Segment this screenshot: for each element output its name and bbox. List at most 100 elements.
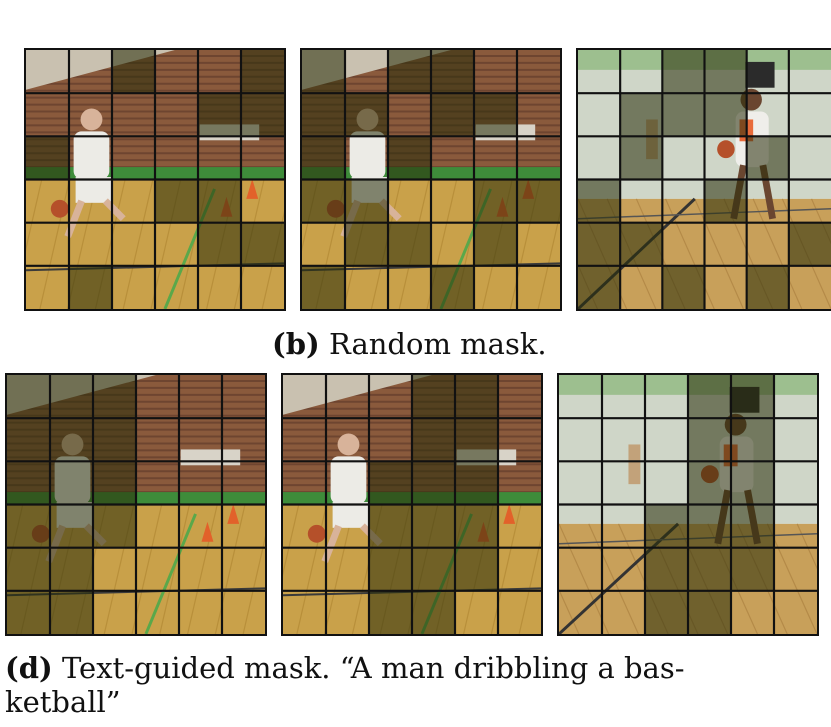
masked-cell [474,222,517,266]
frame-image [559,375,817,634]
masked-cell [731,461,774,505]
masked-cell [412,504,455,548]
random-mask-frame-1 [24,48,286,311]
masked-cell [474,179,517,223]
masked-cell [455,504,498,548]
masked-cell [26,136,69,180]
masked-cell [688,418,731,462]
masked-cell [241,222,284,266]
masked-cell [369,590,412,634]
patch-grid [283,375,541,634]
masked-cell [620,222,663,266]
caption-label: (b) [272,327,320,361]
masked-cell [369,547,412,591]
masked-cell [662,265,705,309]
masked-cell [731,547,774,591]
masked-cell [412,418,455,462]
masked-cell [746,136,789,180]
masked-cell [688,547,731,591]
masked-cell [662,93,705,137]
masked-cell [688,461,731,505]
masked-cell [7,547,50,591]
frame-image [302,50,560,309]
masked-cell [241,50,284,94]
random-mask-frame-2 [300,48,562,311]
caption-text-guided-mask: (d) Text-guided mask. “A man dribbling a… [5,650,685,720]
masked-cell [345,222,388,266]
masked-cell [50,590,93,634]
masked-cell [704,179,747,223]
masked-cell [704,50,747,94]
masked-cell [578,179,621,223]
masked-cell [388,136,431,180]
frame-image [26,50,284,309]
masked-cell [620,93,663,137]
patch-grid [559,375,817,634]
masked-cell [388,50,431,94]
text-guided-frame-1 [5,373,267,636]
masked-cell [474,93,517,137]
masked-cell [50,547,93,591]
text-guided-frame-2 [281,373,543,636]
masked-cell [688,375,731,419]
masked-cell [302,93,345,137]
masked-cell [645,590,688,634]
masked-cell [50,418,93,462]
masked-cell [431,93,474,137]
masked-cells [302,50,560,309]
frame-image [7,375,265,634]
masked-cells [369,375,498,634]
masked-cell [620,136,663,180]
masked-cell [517,179,560,223]
masked-cell [345,179,388,223]
masked-cell [198,222,241,266]
caption-text-line2: ketball” [5,685,121,719]
masked-cell [455,547,498,591]
masked-cell [731,504,774,548]
patch-grid [26,50,284,309]
random-mask-frame-3 [576,48,831,311]
masked-cell [241,93,284,137]
masked-cell [93,375,136,419]
masked-cell [645,547,688,591]
masked-cell [746,265,789,309]
masked-cell [302,265,345,309]
masked-cell [302,179,345,223]
masked-cell [688,590,731,634]
masked-cell [412,461,455,505]
masked-cell [412,375,455,419]
masked-cell [431,265,474,309]
masked-cell [455,375,498,419]
masked-cell [345,93,388,137]
masked-cell [50,504,93,548]
frame-image [283,375,541,634]
caption-text: Random mask. [328,327,547,361]
masked-cell [731,418,774,462]
patch-grid [302,50,560,309]
masked-cell [93,461,136,505]
masked-cell [93,504,136,548]
masked-cell [198,179,241,223]
caption-text-line1: Text-guided mask. “A man dribbling a bas… [61,651,685,685]
masked-cell [704,93,747,137]
masked-cell [198,93,241,137]
masked-cell [50,461,93,505]
masked-cell [388,222,431,266]
patch-grid [7,375,265,634]
masked-cells [7,375,136,634]
masked-cell [412,547,455,591]
masked-cell [731,375,774,419]
masked-cell [662,50,705,94]
masked-cell [69,265,112,309]
masked-cell [7,461,50,505]
text-guided-frame-3 [557,373,819,636]
frame-image [578,50,831,309]
masked-cell [412,590,455,634]
masked-cell [7,504,50,548]
masked-cell [788,222,831,266]
masked-cell [7,375,50,419]
masked-cells [645,375,774,634]
masked-cell [688,504,731,548]
masked-cell [50,375,93,419]
masked-cell [645,504,688,548]
